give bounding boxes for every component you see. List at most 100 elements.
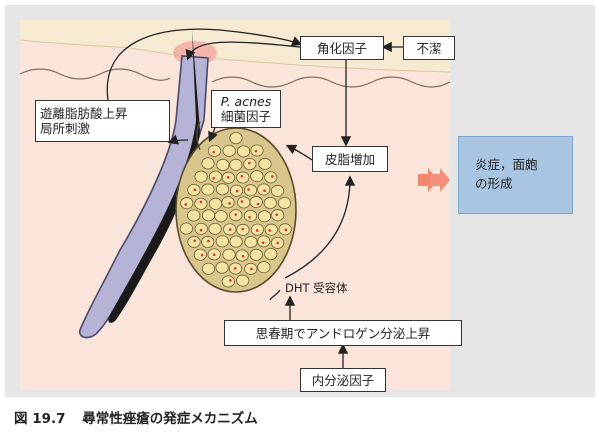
cell-nucleus — [235, 189, 239, 193]
gland-cell — [201, 262, 216, 275]
figure-title: 尋常性痤瘡の発症メカニズム — [82, 411, 258, 427]
gland-cell — [249, 196, 263, 209]
pacnes-box: P. acnes 細菌因子 — [211, 90, 281, 128]
pacnes-label-1: P. acnes — [220, 94, 272, 109]
gland-cell — [222, 144, 236, 157]
gland-cell — [187, 235, 201, 248]
cell-nucleus — [240, 174, 244, 178]
cell-nucleus — [241, 227, 245, 231]
gland-cell — [201, 183, 215, 196]
gland-cell — [221, 196, 235, 209]
gland-cell — [201, 209, 216, 222]
sebaceous-duct — [196, 121, 201, 151]
gland-cell — [263, 196, 277, 209]
gland-cell — [236, 171, 250, 184]
cell-nucleus — [212, 176, 216, 180]
cell-nucleus — [248, 215, 251, 219]
gland-cell — [258, 157, 272, 170]
cell-nucleus — [261, 241, 265, 245]
figure-number: 図 19.7 — [14, 411, 66, 427]
gland-cell — [214, 210, 228, 223]
cell-nucleus — [250, 267, 253, 271]
cell-nucleus — [200, 253, 204, 257]
gland-cell — [257, 235, 271, 248]
keratinization-box: 角化因子 — [300, 36, 384, 60]
skin-surface-line — [19, 39, 451, 73]
gland-cell — [187, 209, 201, 222]
gland-cell — [243, 184, 258, 197]
fatty-acid-box: 遊離脂肪酸上昇 局所刺激 — [35, 100, 170, 142]
cell-nucleus — [263, 189, 266, 193]
cell-nucleus — [275, 213, 279, 217]
cell-nucleus — [240, 200, 244, 203]
outcome-box: 炎症，面皰 の形成 — [458, 136, 573, 214]
gland-cell — [180, 197, 194, 210]
outcome-label-1: 炎症，面皰 — [475, 157, 538, 172]
pacnes-label-2: 細菌因子 — [220, 109, 271, 124]
gland-cell — [229, 158, 243, 171]
dht-receptor-label: DHT 受容体 — [285, 281, 348, 295]
androgen-box: 思春期でアンドロゲン分泌上昇 — [224, 320, 462, 346]
gland-cell — [236, 145, 251, 158]
cell-nucleus — [193, 188, 197, 192]
cell-nucleus — [199, 200, 203, 204]
gland-cell — [229, 132, 243, 145]
gland-cell — [207, 144, 222, 157]
cell-nucleus — [248, 161, 251, 165]
sebum-increase-box: 皮脂増加 — [312, 146, 388, 172]
gland-cell — [249, 248, 263, 261]
gland-cell — [221, 275, 235, 288]
cell-nucleus — [212, 253, 216, 257]
gland-cell — [179, 222, 193, 235]
gland-cell — [257, 261, 271, 274]
gland-cell — [215, 235, 229, 248]
cell-nucleus — [199, 228, 203, 232]
cell-nucleus — [255, 229, 259, 232]
cell-nucleus — [234, 213, 238, 216]
gland-cell — [277, 196, 292, 209]
gland-cell — [264, 171, 278, 184]
cell-nucleus — [256, 202, 260, 206]
connector-arrows — [106, 28, 403, 368]
gland-cell — [237, 196, 251, 209]
gland-cell — [236, 274, 250, 287]
cell-nucleus — [184, 203, 188, 206]
fatty-acid-label-1: 遊離脂肪酸上昇 — [40, 106, 128, 121]
cell-nucleus — [284, 228, 288, 232]
cell-nucleus — [233, 267, 237, 270]
cell-nucleus — [207, 239, 210, 243]
cell-nucleus — [228, 228, 232, 231]
gland-cell — [208, 170, 223, 183]
cell-nucleus — [212, 150, 216, 154]
figure-caption: 図 19.7 尋常性痤瘡の発症メカニズム — [14, 407, 258, 427]
gland-cell — [201, 157, 215, 170]
cell-nucleus — [268, 229, 272, 232]
cell-nucleus — [228, 202, 231, 205]
gland-cell — [215, 261, 229, 274]
cell-nucleus — [247, 188, 250, 191]
gland-cell — [222, 248, 236, 261]
gland-cell — [229, 235, 243, 248]
gland-cell — [194, 170, 208, 183]
gland-cell — [257, 210, 272, 223]
gland-cell — [193, 248, 207, 261]
gland-cell — [264, 223, 278, 236]
gland-cell — [216, 158, 230, 171]
gland-cell — [194, 197, 208, 210]
cell-nucleus — [226, 176, 230, 179]
fatty-acid-label-2: 局所刺激 — [40, 121, 91, 136]
gland-cell — [208, 197, 223, 210]
gland-cell — [264, 248, 278, 261]
gland-cell — [215, 183, 230, 196]
cell-nucleus — [254, 149, 258, 153]
gland-cell — [270, 184, 285, 197]
gland-cell — [244, 236, 258, 249]
cell-nucleus — [193, 239, 196, 242]
endocrine-box: 内分泌因子 — [300, 368, 386, 392]
gland-cell — [257, 183, 271, 196]
outcome-label-2: の形成 — [475, 176, 513, 192]
gland-cell — [194, 222, 208, 235]
gland-cell — [250, 170, 264, 183]
gland-cells — [179, 132, 292, 288]
